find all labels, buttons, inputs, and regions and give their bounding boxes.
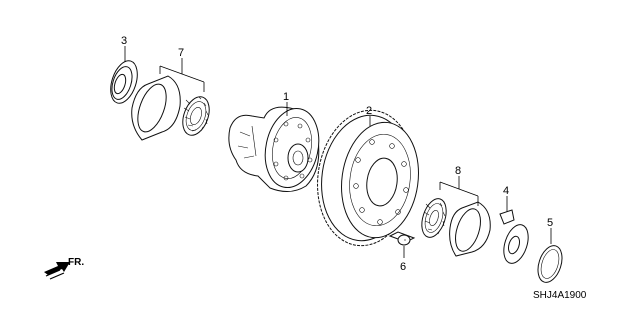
callout-6: 6 <box>400 261 406 273</box>
oil-seal-part-3 <box>110 46 138 104</box>
callout-7: 7 <box>178 47 184 59</box>
diagram-code: SHJ4A1900 <box>533 290 587 301</box>
bolt-part-6 <box>388 231 416 258</box>
callout-1: 1 <box>283 91 289 103</box>
callout-2: 2 <box>366 105 372 117</box>
direction-label: FR. <box>68 257 84 268</box>
final-driven-gear-part-2 <box>317 109 419 247</box>
callout-5: 5 <box>547 217 553 229</box>
differential-carrier-part-1 <box>228 102 320 192</box>
front-direction-arrow: FR. <box>44 257 84 280</box>
bearing-part-7 <box>131 58 210 141</box>
bearing-part-8 <box>421 176 491 257</box>
callout-3: 3 <box>121 35 127 47</box>
callout-8: 8 <box>455 165 461 177</box>
callout-4: 4 <box>503 185 509 197</box>
shim-part-4 <box>499 196 529 264</box>
snap-ring-part-5 <box>537 228 563 283</box>
